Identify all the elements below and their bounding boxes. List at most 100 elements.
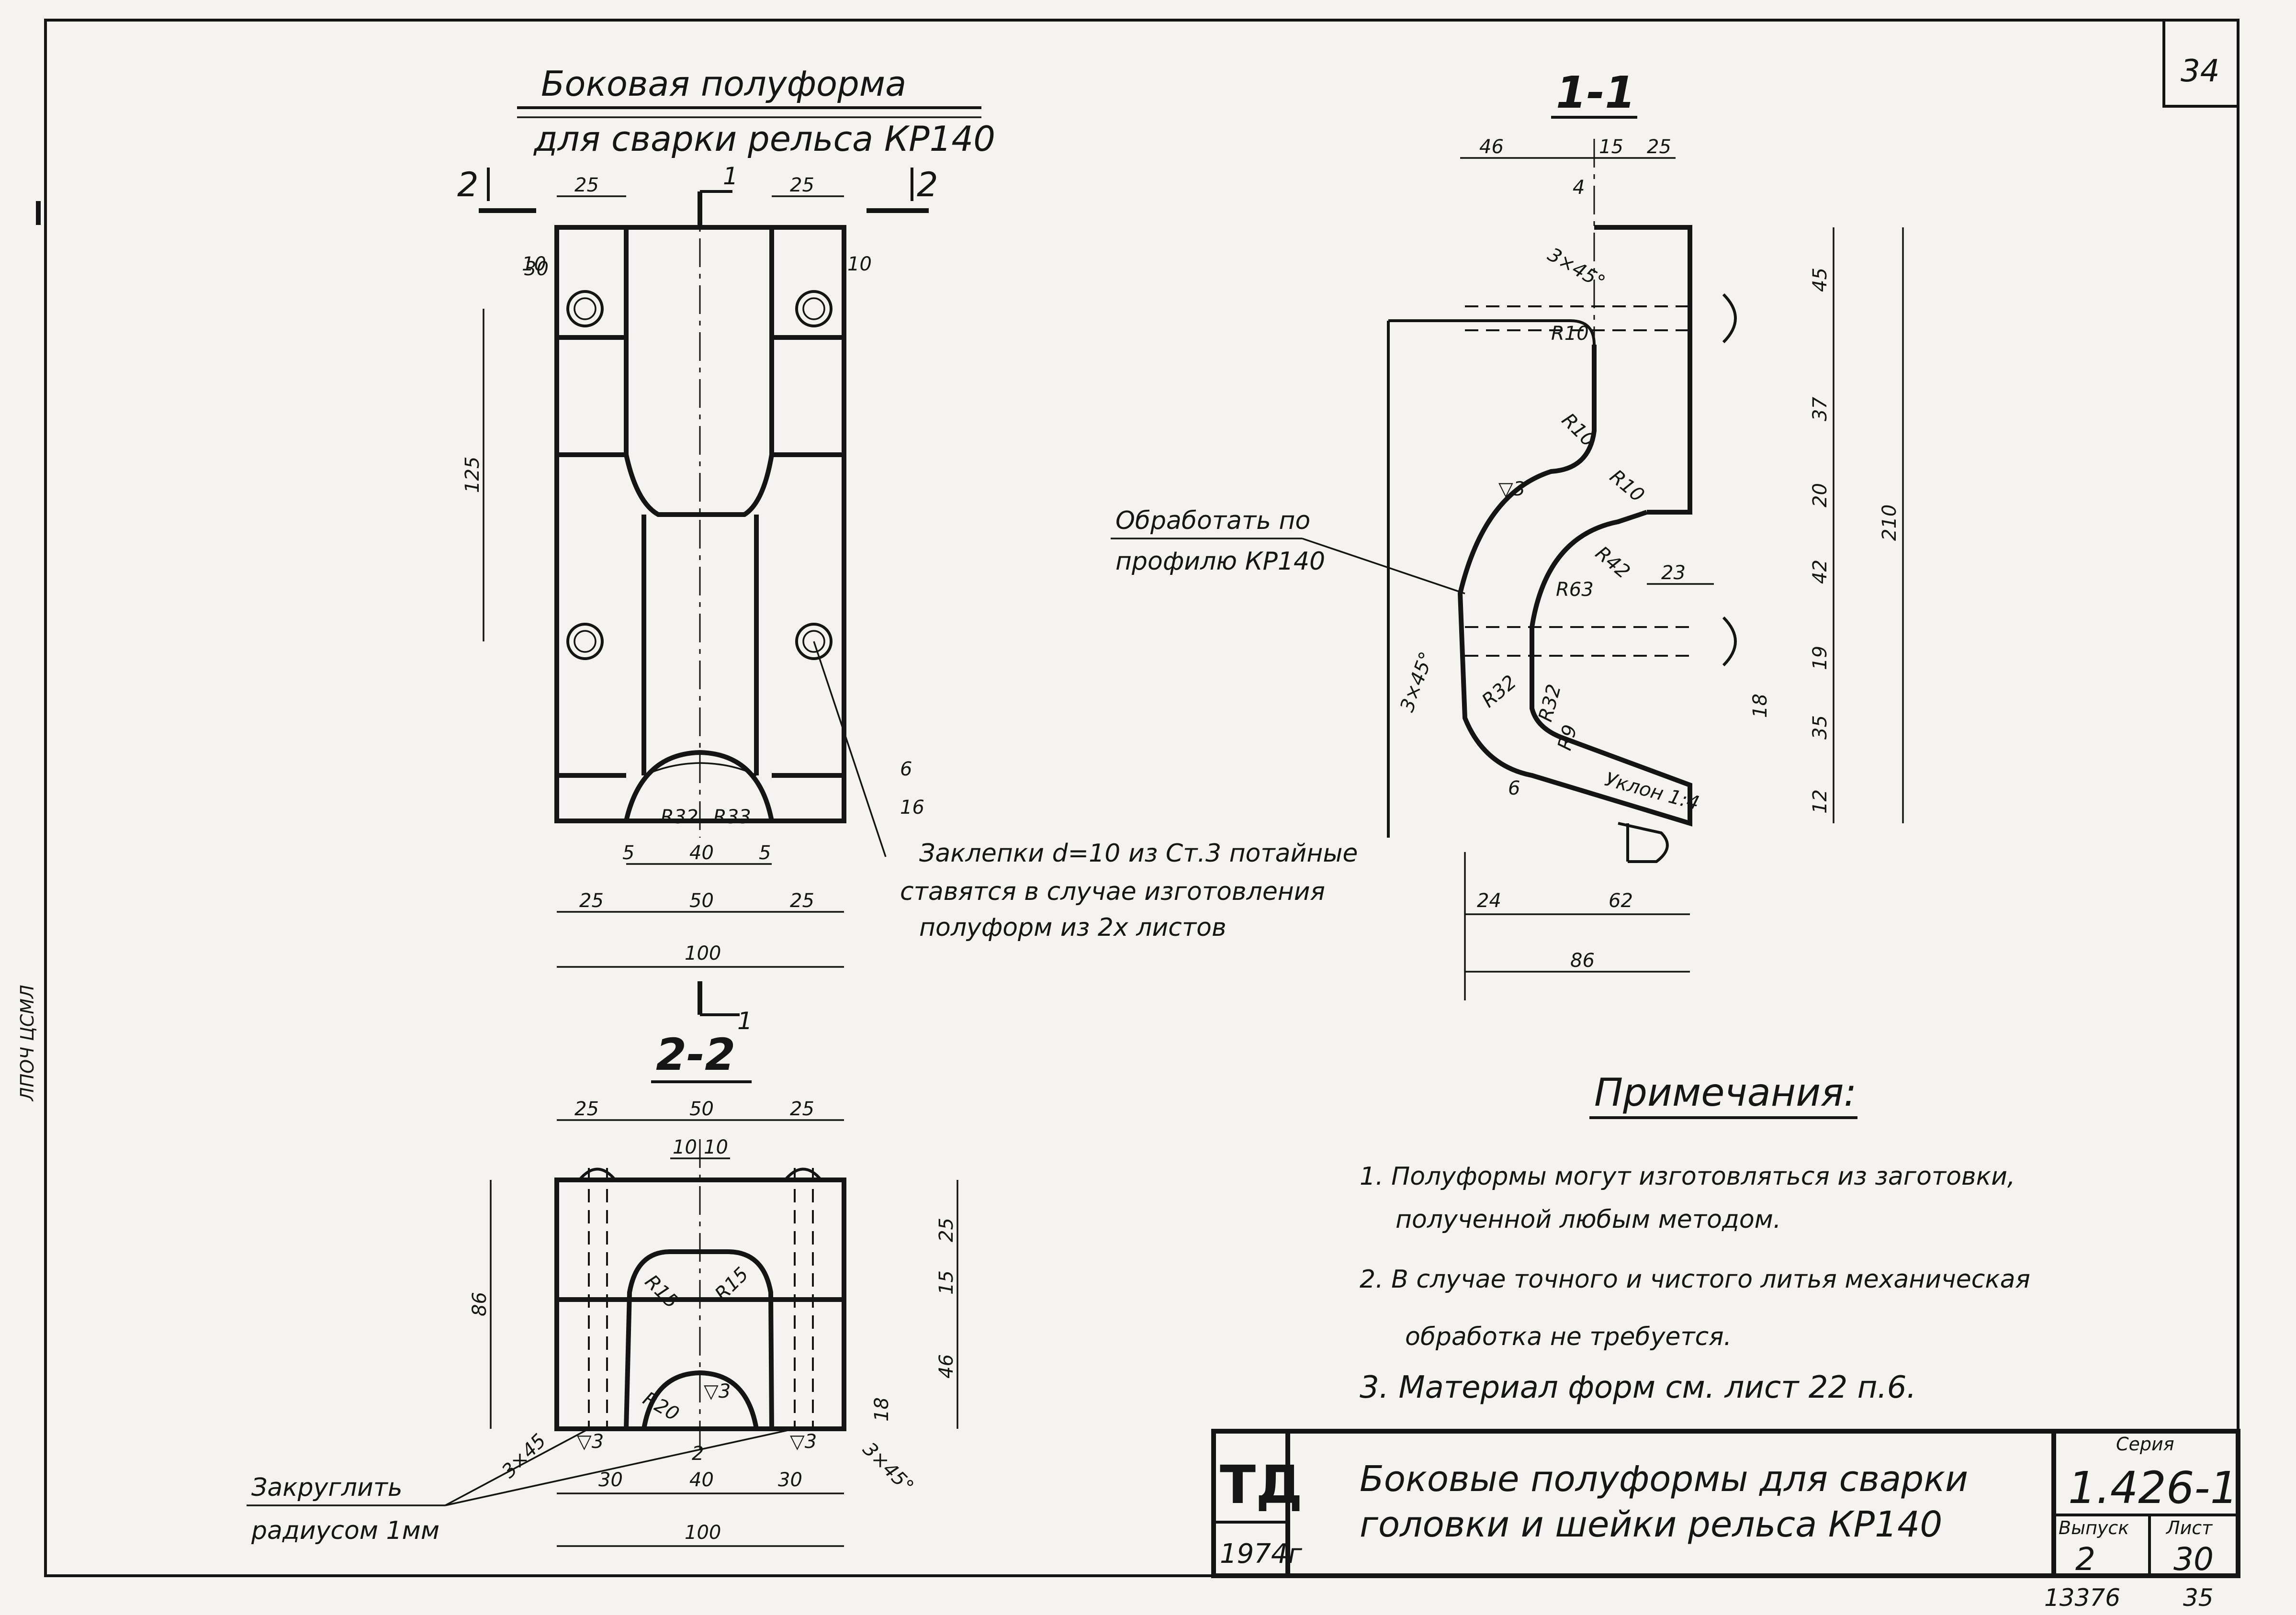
rivet-holes — [566, 290, 833, 660]
label-r15-left: R15 — [641, 1271, 683, 1313]
dim-46: 46 — [1479, 136, 1504, 158]
page-number: 34 — [2181, 54, 2219, 89]
tb-issue: 2 — [2075, 1541, 2095, 1578]
section-1-1-rear — [1594, 225, 1692, 515]
dim-45: 45 — [1809, 268, 1831, 292]
machine-note-line1: Обработать по — [1115, 506, 1310, 535]
section-1-1-lip — [1618, 822, 1669, 863]
page-number-box — [2162, 19, 2240, 108]
dim-10-right: 10 — [704, 1136, 728, 1158]
label-r33: R33 — [713, 806, 751, 828]
note-1-line2: полученной любым методом. — [1396, 1205, 1781, 1234]
dim-10-left: 10 — [522, 253, 546, 275]
leader-machine — [1302, 538, 1465, 594]
rivet-head — [784, 1167, 822, 1181]
margin-text: ЛПОЧ ЦСМЛ — [17, 985, 38, 1102]
leader-rivet — [813, 641, 887, 857]
dim-100: 100 — [685, 1522, 721, 1544]
dim-25-left: 25 — [579, 890, 604, 912]
dim-86: 86 — [469, 1292, 491, 1316]
rivet-hole — [566, 290, 604, 327]
dim-10-right: 10 — [847, 253, 872, 275]
dim-2: 2 — [692, 1443, 704, 1465]
sheet-frame — [44, 19, 2240, 1577]
label-r9: R9 — [1553, 722, 1581, 752]
rivet-hole — [795, 623, 833, 660]
dim-24: 24 — [1477, 890, 1501, 912]
tb-sheet: 30 — [2173, 1541, 2214, 1578]
section-mark-1-bottom: 1 — [737, 1007, 753, 1035]
section-2-2: 2-2 25 50 25 10 10 R15 R15 R20 ▽3 ▽3 ▽3 … — [247, 1029, 958, 1547]
label-r10-a: R10 — [1551, 323, 1589, 345]
tb-series-label: Серия — [2116, 1434, 2174, 1455]
note-3: 3. Материал форм см. лист 22 п.6. — [1360, 1370, 1916, 1405]
dim-18: 18 — [871, 1397, 893, 1422]
note-2-line2: обработка не требуется. — [1405, 1323, 1732, 1351]
dim-50: 50 — [689, 1098, 714, 1120]
head-arc — [624, 750, 774, 822]
footer-inventory: 13376 — [2044, 1584, 2120, 1612]
dim-15: 15 — [935, 1270, 957, 1295]
section-2-2-label: 2-2 — [656, 1029, 735, 1080]
tb-sheet-label: Лист — [2165, 1517, 2213, 1538]
section-2-2-cavity — [624, 1249, 774, 1429]
chamfer-right: 3×45° — [858, 1438, 918, 1498]
label-r42: R42 — [1591, 542, 1634, 583]
section-1-1-label: 1-1 — [1556, 67, 1635, 118]
section-2-2-arc — [642, 1370, 759, 1429]
label-r10-c: R10 — [1606, 465, 1649, 506]
rivet-hole — [566, 623, 604, 660]
dim-37: 37 — [1809, 397, 1831, 421]
side-view: Боковая полуформа для сварки рельса КР14… — [457, 64, 1358, 1035]
side-view-title-line2: для сварки рельса КР140 — [533, 119, 995, 159]
round-note-line2: радиусом 1мм — [251, 1516, 439, 1545]
dim-25: 25 — [1647, 136, 1671, 158]
rivet-hole-inner — [802, 630, 825, 653]
rivet-hole-inner — [802, 297, 825, 320]
dim-35: 35 — [1809, 715, 1831, 740]
tb-org: ТД — [1220, 1454, 1303, 1515]
rivet-hole-inner — [574, 297, 597, 320]
dim-16: 16 — [900, 796, 924, 819]
dim-12: 12 — [1809, 789, 1831, 814]
label-r32: R32 — [661, 806, 698, 828]
title-block-frame — [1211, 1429, 2240, 1578]
label-r63: R63 — [1556, 579, 1594, 601]
footer-page: 35 — [2183, 1584, 2214, 1612]
dim-25-left: 25 — [574, 1098, 599, 1120]
tb-series: 1.426-1 — [2068, 1462, 2238, 1514]
dim-25-right: 25 — [790, 890, 814, 912]
slope-label: Уклон 1:4 — [1602, 768, 1701, 815]
dim-top-left: 25 — [574, 174, 599, 196]
dim-4: 4 — [1573, 177, 1585, 199]
dim-6: 6 — [900, 758, 912, 780]
dim-5-right: 5 — [759, 842, 771, 864]
dim-210: 210 — [1879, 505, 1901, 541]
section-mark-2-right: 2 — [917, 165, 938, 204]
dim-25: 25 — [935, 1218, 957, 1242]
dim-50: 50 — [689, 890, 714, 912]
tb-year: 1974г — [1220, 1538, 1303, 1570]
tb-issue-label: Выпуск — [2059, 1517, 2129, 1538]
dim-100: 100 — [685, 942, 721, 965]
label-r32-a: R32 — [1478, 671, 1521, 712]
dim-40: 40 — [689, 1469, 714, 1491]
roughness-3-a: ▽3 — [704, 1380, 731, 1402]
tb-title-line1: Боковые полуформы для сварки — [1360, 1458, 1968, 1500]
note-2-line1: 2. В случае точного и чистого литья меха… — [1360, 1265, 2030, 1294]
section-1-1-profile — [1457, 345, 1692, 827]
rivet-hole — [795, 290, 833, 327]
rivet-head — [1722, 293, 1737, 344]
dim-top-right: 25 — [790, 174, 814, 196]
title-block: ТД 1974г Боковые полуформы для сварки го… — [1211, 1429, 2240, 1578]
side-view-title-line1: Боковая полуформа — [541, 64, 906, 104]
roughness-3-c: ▽3 — [790, 1431, 817, 1453]
dim-42: 42 — [1809, 560, 1831, 584]
dim-40: 40 — [689, 842, 714, 864]
note-1-line1: 1. Полуформы могут изготовляться из заго… — [1360, 1162, 2015, 1191]
dim-10-left: 10 — [673, 1136, 697, 1158]
dim-30-left: 30 — [598, 1469, 623, 1491]
label-r32-b: R32 — [1534, 682, 1565, 724]
round-note-line1: Закруглить — [251, 1473, 403, 1502]
leader-round — [445, 1428, 795, 1506]
